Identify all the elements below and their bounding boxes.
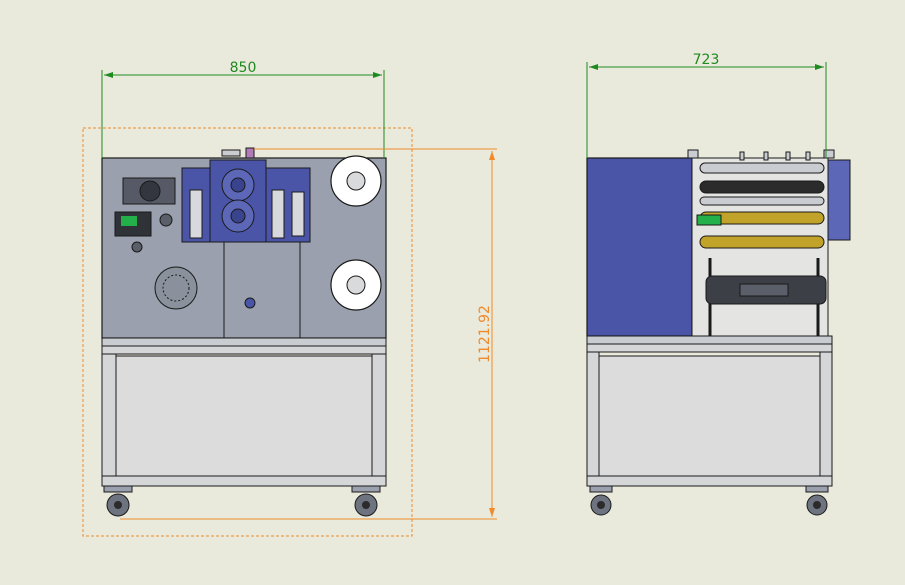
top-clamp [221, 149, 241, 157]
guide-post-3 [291, 191, 305, 237]
display-screen [121, 216, 137, 226]
top-roll-core [346, 171, 366, 191]
front-frame-right-leg [371, 353, 387, 487]
side-width-label: 723 [693, 52, 720, 68]
side-caster-right [805, 485, 829, 516]
lower-spool-hub [230, 208, 246, 224]
front-caster-left [103, 485, 133, 517]
side-green-sensor [696, 214, 722, 226]
bottom-roll-core [346, 275, 366, 295]
front-width-label: 850 [230, 60, 257, 76]
small-gear-icon [159, 213, 173, 227]
side-width-dimension [586, 62, 827, 158]
roller-black [699, 180, 825, 194]
guide-post-2 [271, 189, 285, 239]
front-frame-panel [115, 355, 373, 477]
front-base-plate [101, 337, 387, 347]
side-caster-left [589, 485, 613, 516]
side-view[interactable]: 723 [586, 52, 851, 516]
upper-spool-hub [230, 177, 246, 193]
front-view-bounding-box [82, 127, 413, 537]
front-frame-bottom-rail [101, 475, 387, 487]
side-frame-bottom-rail [586, 475, 833, 487]
side-blue-panel [586, 157, 693, 337]
side-frame-top-rail [586, 343, 833, 353]
front-caster-right [351, 485, 381, 517]
front-height-label: 1121.92 [477, 305, 493, 363]
center-port-icon [244, 297, 256, 309]
front-frame-left-leg [101, 353, 117, 487]
side-base-plate [586, 335, 833, 345]
side-top-knobs [687, 149, 835, 161]
lower-cylinder-clamp [739, 283, 789, 297]
front-height-dimension [120, 148, 497, 520]
side-frame-right-leg [819, 351, 833, 487]
side-frame-left-leg [586, 351, 600, 487]
front-width-dimension [101, 70, 385, 158]
small-knob-icon [131, 241, 143, 253]
side-frame-panel [598, 355, 821, 477]
roller-silver [699, 196, 825, 206]
guide-post-1 [189, 189, 203, 239]
indicator-light [245, 147, 255, 159]
drive-wheel-teeth [162, 274, 190, 302]
side-end-plate [827, 159, 851, 241]
roller-gold-2 [699, 235, 825, 249]
drive-wheel [154, 266, 198, 310]
front-view[interactable]: 850 1121.92 [82, 60, 497, 537]
control-knob-icon [139, 180, 161, 202]
roller-top-1 [699, 162, 825, 174]
front-frame-top-rail [101, 345, 387, 355]
